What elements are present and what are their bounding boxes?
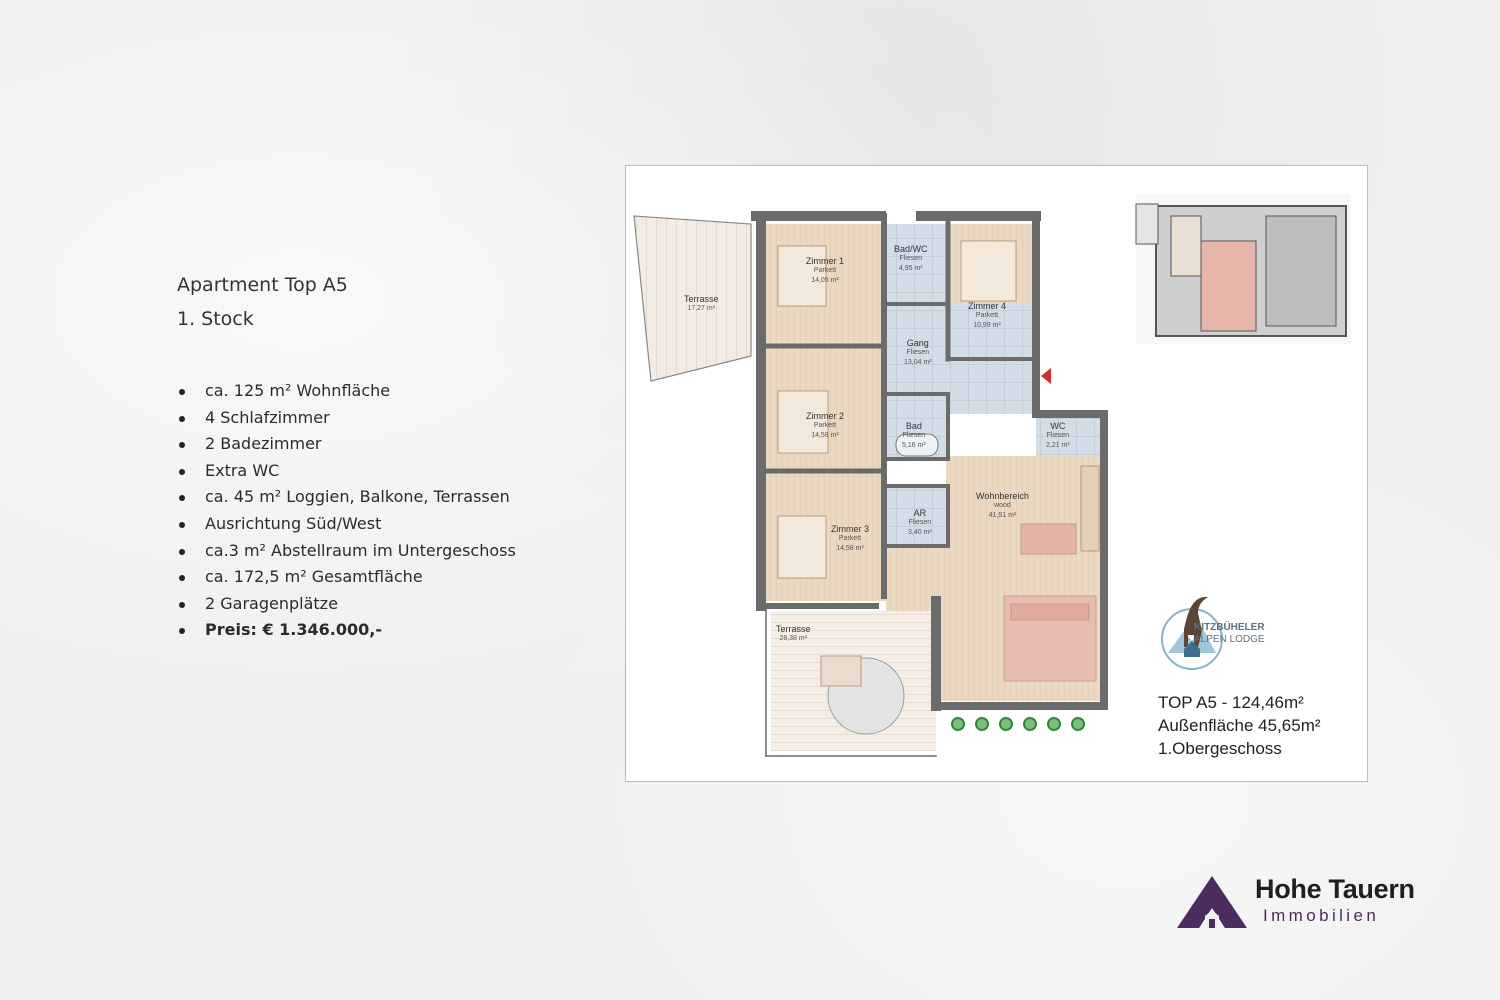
label-terrasse-west: Terrasse 17,27 m² xyxy=(684,294,719,314)
floor-label: 1. Stock xyxy=(177,308,254,330)
list-item: 2 Badezimmer xyxy=(177,431,597,458)
list-item: ca. 45 m² Loggien, Balkone, Terrassen xyxy=(177,484,597,511)
room-floor: Fliesen xyxy=(899,255,923,262)
room-name: Wohnbereich xyxy=(976,491,1029,501)
room-floor: Fliesen xyxy=(902,432,926,439)
room-floor: Fliesen xyxy=(906,349,930,356)
unit-info: TOP A5 - 124,46m² Außenfläche 45,65m² 1.… xyxy=(1158,691,1358,760)
list-item: 4 Schlafzimmer xyxy=(177,405,597,432)
room-name: Terrasse xyxy=(684,294,719,304)
room-floor: Parkett xyxy=(813,422,837,429)
room-floor: Fliesen xyxy=(908,519,932,526)
floor-plan: Terrasse 17,27 m² Zimmer 1 Parkett 14,05… xyxy=(625,165,1368,782)
listing-info: Apartment Top A5 1. Stock ca. 125 m² Woh… xyxy=(177,268,597,644)
room-area: 10,99 m² xyxy=(973,322,1001,329)
level-label: 1.Obergeschoss xyxy=(1158,739,1282,758)
list-item: Ausrichtung Süd/West xyxy=(177,511,597,538)
room-floor: Fliesen xyxy=(1046,432,1070,439)
label-bad: Bad Fliesen 5,16 m² xyxy=(902,421,926,451)
brand-name: Hohe Tauern xyxy=(1255,874,1415,904)
planter xyxy=(951,717,1085,731)
room-area: 2,21 m² xyxy=(1046,442,1070,449)
label-zimmer3: Zimmer 3 Parkett 14,58 m² xyxy=(831,524,869,554)
label-wohnbereich: Wohnbereich wood 41,51 m² xyxy=(976,491,1029,521)
room-area: 41,51 m² xyxy=(988,512,1017,519)
room-name: Bad xyxy=(905,421,922,431)
bed-z2 xyxy=(777,390,829,454)
unit-area: TOP A5 - 124,46m² xyxy=(1158,693,1304,712)
room-name: WC xyxy=(1050,421,1066,431)
feature-list: ca. 125 m² Wohnfläche 4 Schlafzimmer 2 B… xyxy=(177,378,597,644)
room-badwc xyxy=(886,224,948,304)
room-area: 5,16 m² xyxy=(902,442,926,449)
site-plan-thumbnail xyxy=(1135,194,1351,344)
apartment-title: Apartment Top A5 xyxy=(177,274,348,296)
bed-z1 xyxy=(777,245,827,307)
room-area: 14,58 m² xyxy=(836,545,864,552)
outdoor-area: Außenfläche 45,65m² xyxy=(1158,716,1321,735)
room-name: Zimmer 4 xyxy=(968,301,1006,311)
room-area: 17,27 m² xyxy=(687,305,716,312)
list-item: Extra WC xyxy=(177,458,597,485)
sofa xyxy=(1010,603,1090,621)
room-gang xyxy=(886,304,1036,359)
floor-plan-drawing xyxy=(633,194,1351,757)
lodge-line1: KITZBÜHELER xyxy=(1194,622,1265,633)
list-item: 2 Garagenplätze xyxy=(177,591,597,618)
kitchen-counter xyxy=(1080,465,1100,552)
brand-tagline: Immobilien xyxy=(1263,906,1380,925)
lodge-logo-text: KITZBÜHELER ALPEN LODGE xyxy=(1194,622,1265,646)
room-area: 4,95 m² xyxy=(898,265,923,272)
entrance-arrow-icon xyxy=(1041,368,1051,384)
label-zimmer2: Zimmer 2 Parkett 14,58 m² xyxy=(806,411,844,441)
goat-icon xyxy=(1161,596,1223,670)
bathtub xyxy=(895,433,939,457)
label-zimmer4: Zimmer 4 Parkett 10,99 m² xyxy=(968,301,1006,331)
room-area: 14,05 m² xyxy=(811,277,839,284)
label-zimmer1: Zimmer 1 Parkett 14,05 m² xyxy=(806,256,844,286)
bed-z4 xyxy=(960,240,1017,302)
room-floor: Parkett xyxy=(975,312,999,319)
room-name: Bad/WC xyxy=(894,244,928,254)
brand-logo: Hohe Tauern Immobilien xyxy=(1175,872,1475,932)
room-wc xyxy=(1036,414,1104,456)
terrace-table xyxy=(820,655,862,687)
room-area: 13,04 m² xyxy=(904,359,932,366)
mountain-house-icon xyxy=(1177,876,1247,928)
dining-table xyxy=(1020,523,1077,555)
label-gang: Gang Fliesen 13,04 m² xyxy=(904,338,932,368)
label-wc: WC Fliesen 2,21 m² xyxy=(1046,421,1070,451)
room-name: Terrasse xyxy=(776,624,811,634)
bed-z3 xyxy=(777,515,827,579)
price-item: Preis: € 1.346.000,- xyxy=(177,617,597,644)
room-name: Gang xyxy=(906,338,929,348)
room-floor: Parkett xyxy=(838,535,862,542)
lodge-line2: ALPEN LODGE xyxy=(1194,634,1265,645)
label-ar: AR Fliesen 3,40 m² xyxy=(908,508,932,538)
label-terrasse-south: Terrasse 28,38 m² xyxy=(776,624,811,644)
list-item: ca. 125 m² Wohnfläche xyxy=(177,378,597,405)
label-badwc: Bad/WC Fliesen 4,95 m² xyxy=(894,244,928,274)
room-floor: Parkett xyxy=(813,267,837,274)
room-floor: wood xyxy=(994,502,1011,509)
room-area: 14,58 m² xyxy=(811,432,839,439)
list-item: ca.3 m² Abstellraum im Untergeschoss xyxy=(177,538,597,565)
room-name: Zimmer 3 xyxy=(831,524,869,534)
room-area: 28,38 m² xyxy=(779,635,808,642)
walls xyxy=(751,211,1108,757)
room-name: Zimmer 2 xyxy=(806,411,844,421)
room-name: AR xyxy=(913,508,927,518)
room-ar xyxy=(886,486,946,546)
room-area: 3,40 m² xyxy=(908,529,932,536)
list-item: ca. 172,5 m² Gesamtfläche xyxy=(177,564,597,591)
terrace-west xyxy=(633,215,752,382)
room-name: Zimmer 1 xyxy=(806,256,844,266)
